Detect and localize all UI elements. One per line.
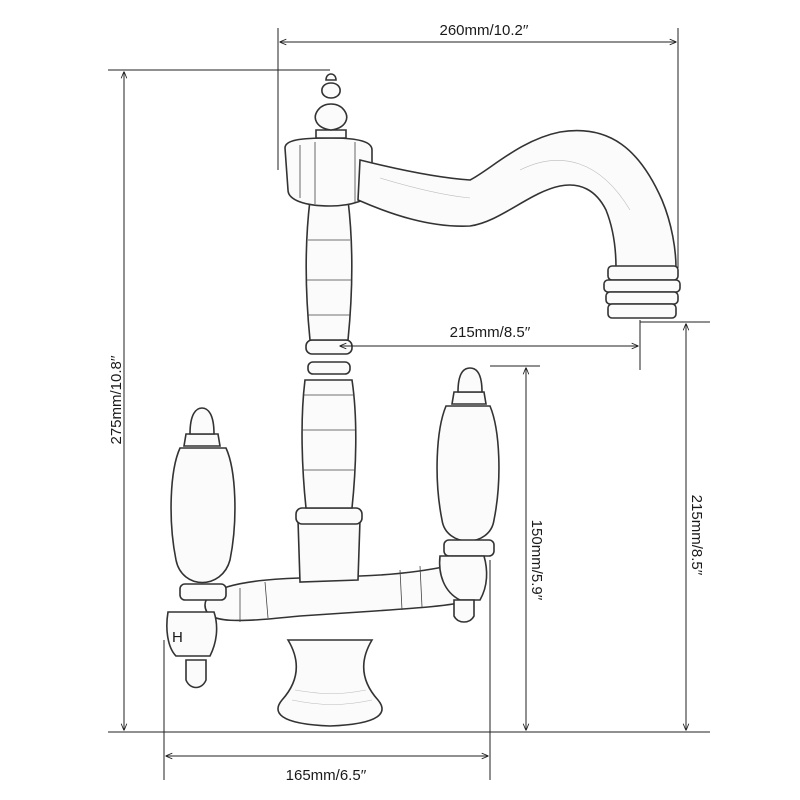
dimension-total-height: 275mm/10.8′′ (108, 72, 125, 730)
dimension-spout-height: 215mm/8.5′′ (686, 324, 708, 730)
faucet-illustration: H (166, 73, 681, 727)
dim-base-width-label: 165mm/6.5′′ (286, 767, 367, 784)
dimension-top-width: 260mm/10.2′′ (280, 20, 676, 42)
dim-spout-reach-label: 215mm/8.5′′ (450, 324, 531, 341)
handle-hot-mark: H (172, 629, 183, 646)
right-handle (436, 367, 500, 623)
extension-lines (108, 28, 710, 780)
dim-top-width-label: 260mm/10.2′′ (439, 22, 528, 39)
dim-total-height-label: 275mm/10.8′′ (108, 355, 125, 444)
dimension-base-width: 165mm/6.5′′ (166, 756, 488, 784)
dim-handle-height-label: 150mm/5.9′′ (528, 520, 545, 601)
left-handle: H (166, 407, 236, 689)
dimension-spout-reach: 215mm/8.5′′ (340, 322, 638, 346)
dim-spout-height-label: 215mm/8.5′′ (688, 495, 705, 576)
dimension-handle-height: 150mm/5.9′′ (526, 368, 548, 730)
